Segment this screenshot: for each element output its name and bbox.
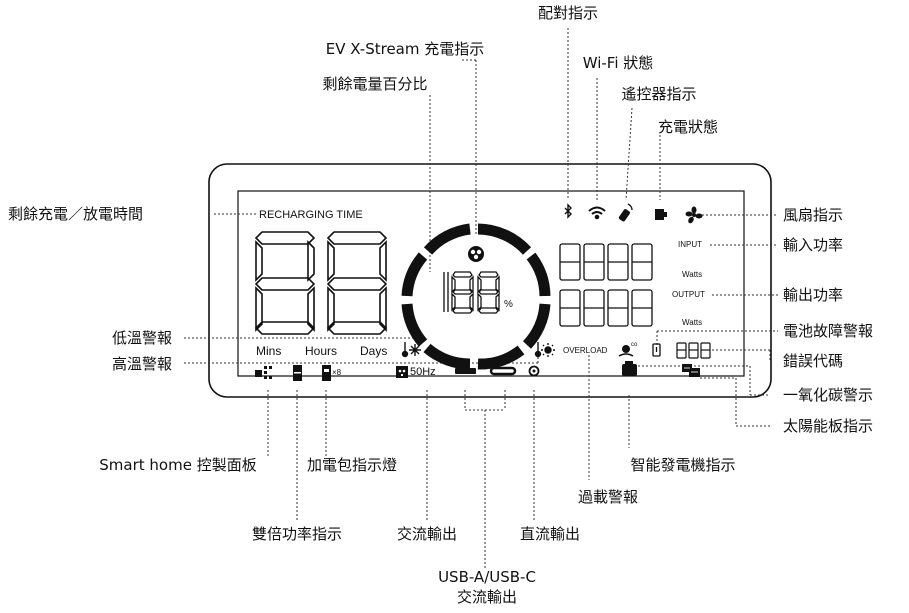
battery-fault-icon <box>652 343 661 357</box>
hz-text: 50Hz <box>410 366 436 378</box>
label-ac-output: 交流輸出 <box>396 525 458 543</box>
remaining-time-digits <box>254 231 388 335</box>
wifi-icon <box>588 206 606 220</box>
usb-c-icon <box>489 366 517 376</box>
label-charge-status: 充電狀態 <box>657 118 719 136</box>
label-battery-percent: 剩餘電量百分比 <box>322 75 428 93</box>
input-text: INPUT <box>678 240 702 249</box>
label-pairing: 配對指示 <box>537 4 599 22</box>
label-usb-line1: USB-A/USB-C <box>438 568 536 586</box>
low-temp-icon <box>401 342 421 358</box>
battery-ring <box>401 223 551 370</box>
ac-output-icon <box>396 366 408 378</box>
lcd-frame <box>208 163 772 398</box>
mins-text: Mins <box>256 344 282 358</box>
label-smart-generator: 智能發電機指示 <box>630 456 736 474</box>
watts-in-text: Watts <box>682 270 703 279</box>
label-high-temp: 高溫警報 <box>112 355 173 373</box>
label-input-power: 輸入功率 <box>783 236 844 254</box>
lcd-inner-frame <box>237 190 745 377</box>
label-remote: 遙控器指示 <box>621 85 697 103</box>
label-output-power: 輸出功率 <box>783 286 844 304</box>
label-fan: 風扇指示 <box>783 206 844 224</box>
label-co-alarm: 一氧化碳警示 <box>783 386 874 404</box>
overload-text: OVERLOAD <box>563 346 608 355</box>
label-ev-xstream: EV X-Stream 充電指示 <box>325 40 485 58</box>
charging-status-icon <box>655 209 667 220</box>
hours-text: Hours <box>305 344 338 358</box>
extra-battery-icon <box>293 365 302 381</box>
x8-text: ×8 <box>332 368 342 377</box>
label-error-code: 錯誤代碼 <box>783 352 844 370</box>
label-low-temp: 低溫警報 <box>112 329 173 347</box>
recharging-time-text: RECHARGING TIME <box>259 209 363 221</box>
high-temp-icon <box>534 342 555 358</box>
label-overload: 過載警報 <box>577 488 639 506</box>
co-text: co <box>631 342 638 348</box>
label-wifi: Wi-Fi 狀態 <box>582 54 654 72</box>
ev-xstream-icon <box>468 246 484 262</box>
label-remaining-time: 剩餘充電／放電時間 <box>8 205 144 223</box>
label-solar: 太陽能板指示 <box>783 417 874 435</box>
label-battery-fault: 電池故障警報 <box>783 322 874 340</box>
percent-sign: % <box>504 299 513 310</box>
label-usb-line2: 交流輸出 <box>456 588 518 606</box>
solar-panel-icon <box>682 364 700 377</box>
co-alarm-icon <box>618 345 634 357</box>
output-text: OUTPUT <box>672 290 705 299</box>
error-code-digits <box>676 342 711 359</box>
bluetooth-icon <box>564 203 572 219</box>
label-extra-battery: 加電包指示燈 <box>306 456 398 474</box>
usb-a-icon <box>455 368 476 374</box>
dc-output-icon <box>528 365 540 377</box>
smart-generator-icon <box>622 361 637 376</box>
label-dc-output: 直流輸出 <box>519 525 581 543</box>
input-watts-digits <box>559 243 653 281</box>
output-watts-digits <box>559 289 653 327</box>
smart-home-icon <box>255 366 272 379</box>
fan-icon <box>685 206 703 224</box>
dual-power-icon <box>322 365 331 381</box>
watts-out-text: Watts <box>682 318 703 327</box>
battery-percent-digits <box>443 271 500 314</box>
label-dual-power: 雙倍功率指示 <box>251 525 343 543</box>
label-smart-home: Smart home 控製面板 <box>99 456 257 474</box>
days-text: Days <box>360 344 388 358</box>
remote-icon <box>618 203 633 222</box>
